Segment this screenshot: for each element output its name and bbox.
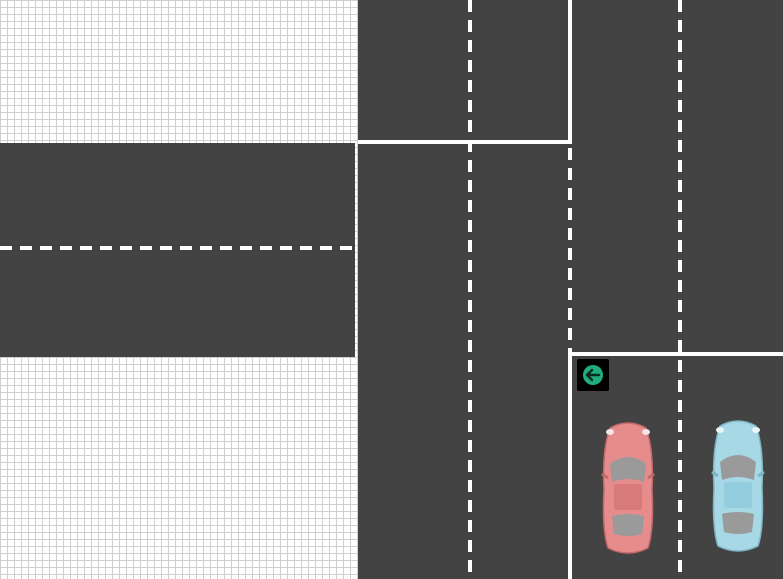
lane-dash-middle	[568, 148, 572, 352]
lane-dash-right	[678, 0, 682, 579]
lane-dash-left	[468, 0, 472, 579]
left-arrow-icon	[583, 365, 603, 385]
blue-car[interactable]	[708, 418, 768, 554]
lane-divider-solid-lower	[568, 352, 572, 579]
west-road	[0, 143, 355, 357]
turn-signal[interactable]	[577, 359, 609, 391]
red-car[interactable]	[598, 420, 658, 556]
west-road-center-line	[0, 246, 355, 250]
stop-line-south	[572, 352, 783, 356]
stop-line-north	[358, 140, 572, 144]
lane-divider-solid-upper	[568, 0, 572, 144]
